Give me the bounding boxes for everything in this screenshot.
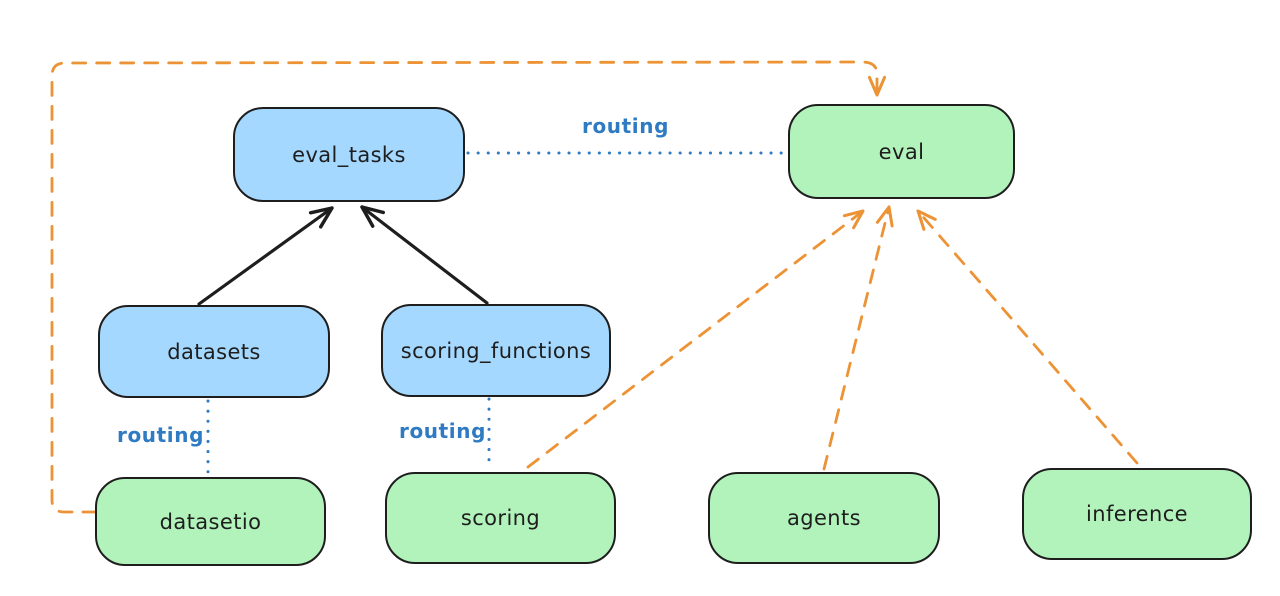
edge-agents-to-eval (822, 205, 894, 471)
node-scoring-label: scoring (460, 506, 541, 530)
node-eval-tasks-label: eval_tasks (292, 142, 406, 167)
node-scoring-functions: scoring_functions (381, 304, 611, 397)
node-eval-tasks: eval_tasks (233, 107, 465, 202)
node-eval-label: eval (878, 139, 925, 164)
node-scoring: scoring (385, 472, 616, 564)
node-agents-label: agents (786, 506, 861, 530)
node-datasets-label: datasets (167, 339, 261, 364)
edge-scoring-functions-to-eval-tasks (360, 205, 489, 305)
edge-datasets-to-eval-tasks (197, 206, 334, 306)
edge-label-routing-datasets-datasetio: routing (117, 423, 205, 447)
node-datasetio-label: datasetio (159, 509, 262, 534)
edge-label-routing-scoring-functions-scoring: routing (399, 419, 487, 443)
node-inference-label: inference (1086, 502, 1188, 526)
edge-datasetio-to-eval (50, 60, 887, 514)
edge-inference-to-eval (916, 209, 1139, 465)
node-datasets: datasets (98, 305, 330, 398)
node-agents: agents (708, 472, 940, 564)
edge-label-routing-eval-tasks-eval: routing (582, 114, 670, 138)
node-datasetio: datasetio (95, 477, 326, 566)
node-scoring-functions-label: scoring_functions (400, 338, 592, 363)
node-inference: inference (1022, 468, 1252, 560)
node-eval: eval (788, 104, 1015, 199)
